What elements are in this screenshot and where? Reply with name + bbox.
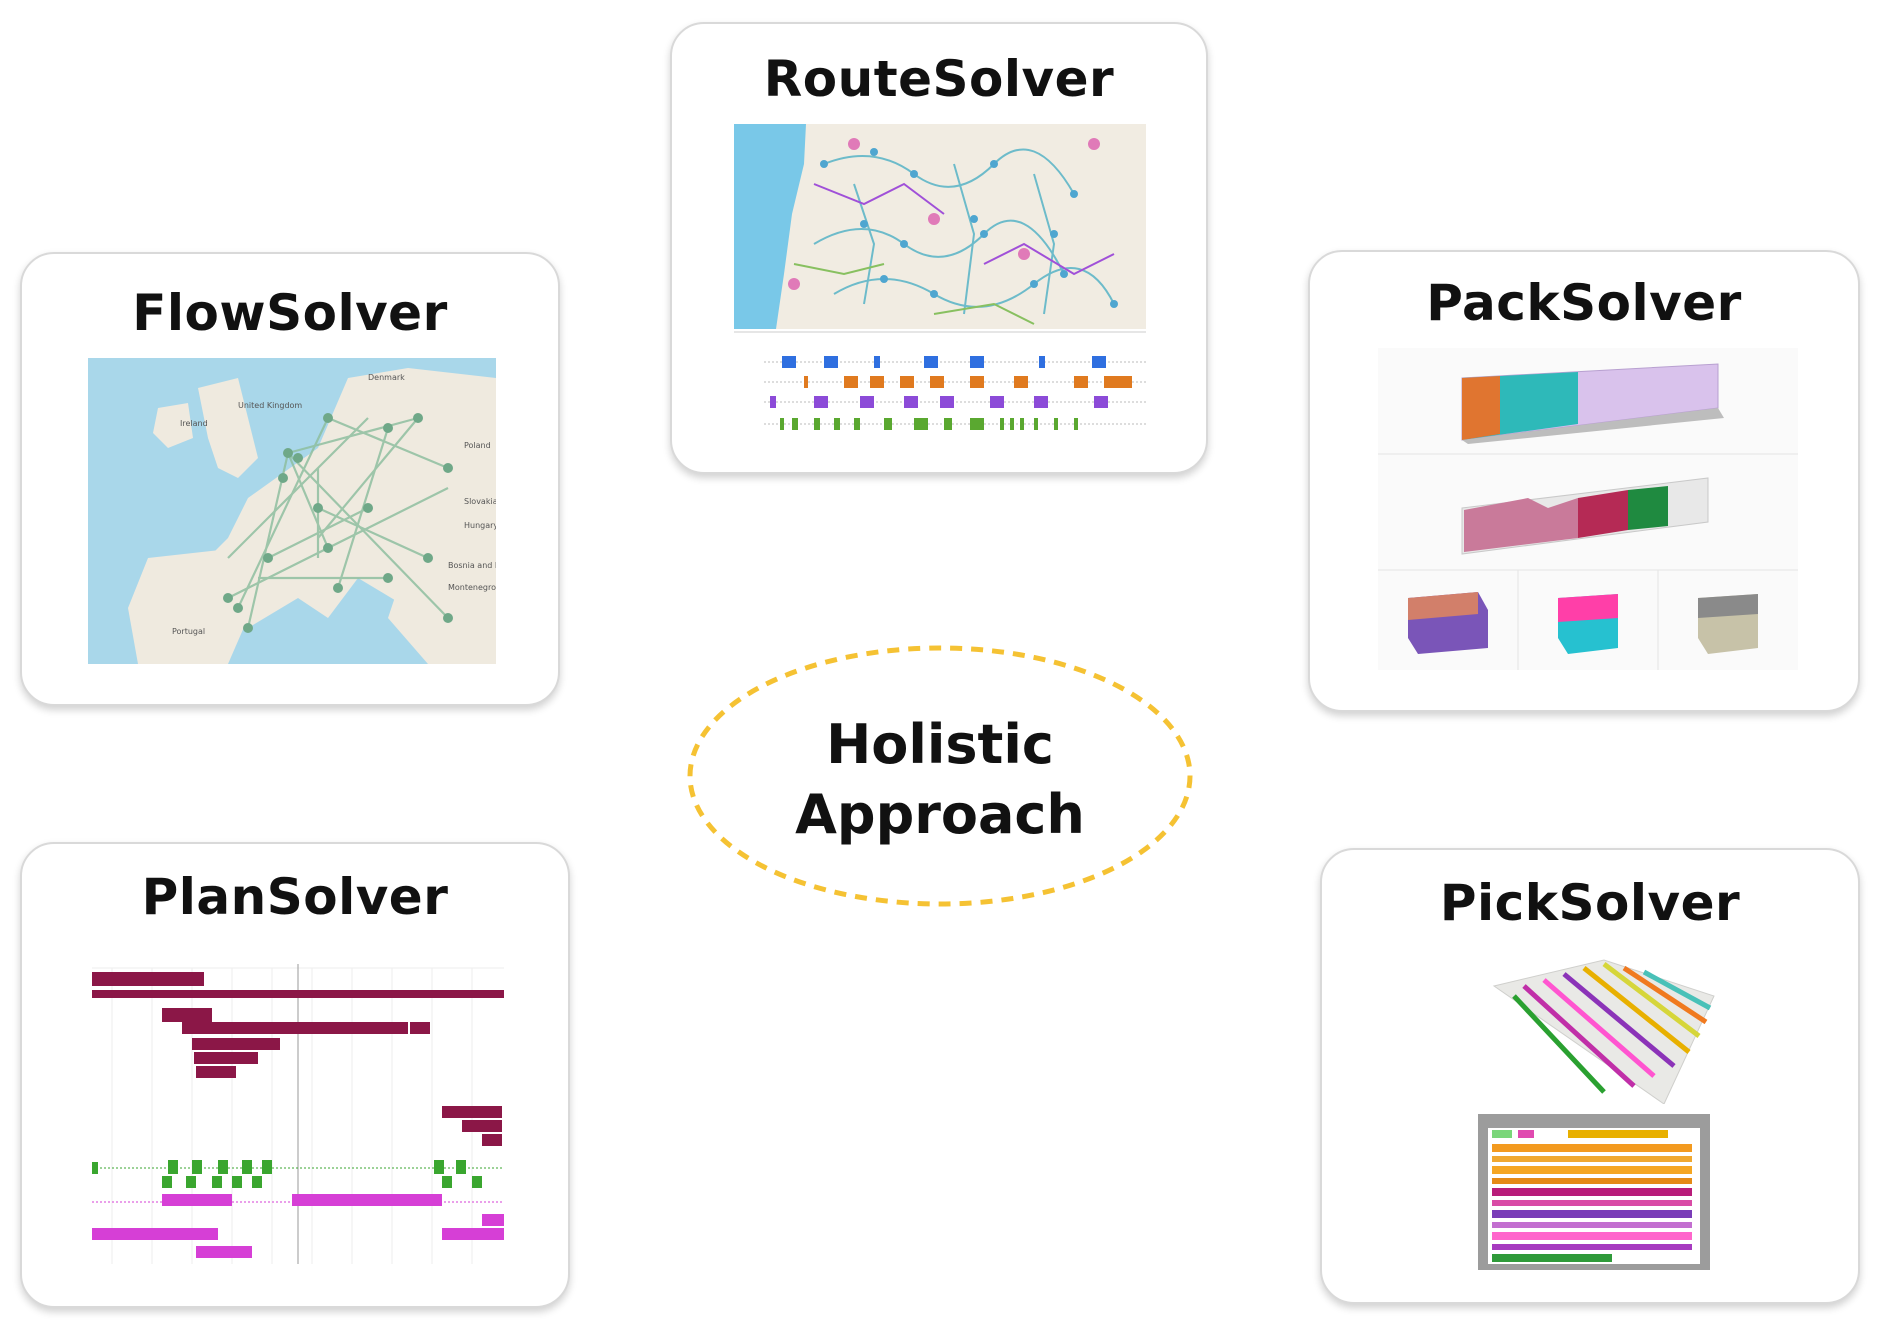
pick-solver-card: PickSolver bbox=[1320, 848, 1860, 1304]
warehouse-plan-thumbnail bbox=[1478, 1114, 1710, 1270]
map-label: Hungary bbox=[464, 521, 496, 530]
route-map-thumbnail bbox=[734, 124, 1146, 454]
route-solver-card: RouteSolver bbox=[670, 22, 1208, 474]
card-title: RouteSolver bbox=[763, 50, 1115, 108]
map-label: Montenegro bbox=[448, 583, 496, 592]
card-title: PlanSolver bbox=[141, 868, 449, 926]
pack-solver-card: PackSolver bbox=[1308, 250, 1860, 712]
plan-gantt-thumbnail bbox=[92, 958, 504, 1264]
warehouse-3d-thumbnail bbox=[1484, 956, 1724, 1104]
flow-solver-card: FlowSolver bbox=[20, 252, 560, 706]
map-label: Portugal bbox=[172, 627, 205, 636]
map-label: Poland bbox=[464, 441, 491, 450]
map-label: Ireland bbox=[180, 419, 208, 428]
packing-thumbnail bbox=[1378, 348, 1798, 670]
card-title: PackSolver bbox=[1426, 274, 1742, 332]
map-label: Denmark bbox=[368, 373, 405, 382]
map-label: Slovakia bbox=[464, 497, 496, 506]
map-label: United Kingdom bbox=[238, 401, 302, 410]
center-line-1: Holistic bbox=[826, 713, 1054, 776]
flow-map-thumbnail: Denmark United Kingdom Ireland Poland Sl… bbox=[88, 358, 496, 664]
card-title: PickSolver bbox=[1439, 874, 1741, 932]
plan-solver-card: PlanSolver bbox=[20, 842, 570, 1308]
center-line-2: Approach bbox=[795, 783, 1085, 846]
map-label: Bosnia and Herzegovina bbox=[448, 561, 496, 570]
card-title: FlowSolver bbox=[132, 284, 448, 342]
holistic-approach-ring: Holistic Approach bbox=[684, 642, 1196, 910]
